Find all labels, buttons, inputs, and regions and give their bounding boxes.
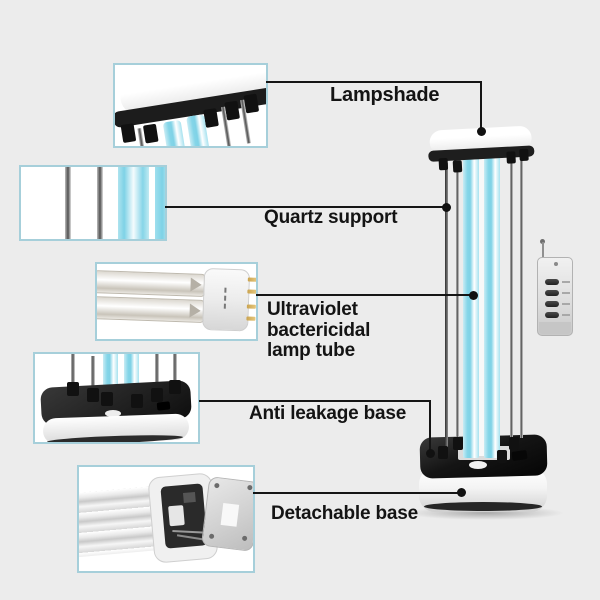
- tube-tip: [190, 277, 202, 292]
- remote-control: [537, 257, 573, 336]
- detachable-base-pointer-dot: [457, 488, 466, 497]
- screw: [214, 482, 220, 489]
- closeup-socket: [151, 388, 163, 402]
- quartz-rod-3: [510, 158, 513, 441]
- uv-lamp-tube-right: [484, 156, 500, 458]
- anti-leakage-pointer-dot: [426, 449, 435, 458]
- cap-print: [224, 295, 227, 301]
- base-socket-1: [438, 446, 448, 459]
- tube-tip: [189, 303, 201, 318]
- remote-antenna: [542, 242, 544, 259]
- uv-lamp-tube-left: [463, 157, 479, 458]
- pin: [246, 304, 256, 309]
- uv-tube-label: Ultraviolet bactericidal lamp tube: [267, 299, 457, 362]
- screw: [247, 484, 253, 491]
- uv-lamp-tube-closeup: [95, 262, 258, 341]
- quartz-support-label: Quartz support: [264, 207, 398, 228]
- base-socket-3: [497, 450, 507, 463]
- glass-tube: [97, 270, 206, 297]
- remote-button-2: [545, 290, 559, 296]
- lampshade-pointer-dot: [477, 127, 486, 136]
- closeup-rod: [173, 354, 177, 382]
- plate-label-sticker: [220, 502, 240, 527]
- top-socket-3: [506, 151, 516, 164]
- quartz-support-pointer-line: [165, 206, 447, 208]
- chip-component: [182, 491, 196, 503]
- closeup-tube: [103, 354, 118, 388]
- closeup-socket: [87, 388, 99, 402]
- remote-button-4-label: [562, 314, 570, 316]
- remote-button-3: [545, 301, 559, 307]
- base-socket-4: [509, 437, 519, 450]
- pin: [247, 277, 256, 282]
- closeup-switch: [156, 401, 171, 411]
- anti-leakage-pointer-line-vertical: [429, 400, 431, 454]
- remote-button-3-label: [562, 303, 570, 305]
- detachable-base-pointer-line: [253, 492, 462, 494]
- quartz-rod-2: [456, 166, 459, 446]
- detachable-base-closeup: [77, 465, 255, 573]
- base-interior: [160, 483, 208, 549]
- closeup-socket: [67, 382, 79, 396]
- detached-plate: [200, 476, 253, 552]
- base-socket-2: [453, 437, 463, 450]
- uv-tube-pointer-line: [256, 294, 474, 296]
- quartz-support-closeup: [19, 165, 167, 241]
- top-socket-2: [452, 160, 463, 173]
- remote-button-2-label: [562, 292, 570, 294]
- base-logo-oval: [469, 461, 487, 469]
- glass-tube: [97, 296, 206, 323]
- wire: [176, 534, 205, 541]
- lampshade-closeup-art: [115, 65, 266, 146]
- closeup-tube: [124, 354, 139, 388]
- lampshade-pointer-line: [266, 81, 482, 83]
- remote-led: [554, 262, 558, 266]
- lamp-tube-art: [97, 264, 256, 339]
- detachable-base-label: Detachable base: [271, 503, 418, 524]
- screw: [208, 533, 215, 540]
- quartz-rod-1: [445, 163, 448, 447]
- anti-leakage-pointer-line: [199, 400, 431, 402]
- closeup-socket: [120, 123, 137, 144]
- screw: [241, 535, 248, 542]
- tube-gap-highlight: [479, 158, 484, 456]
- top-socket-1: [438, 157, 449, 171]
- top-socket-4: [519, 148, 529, 162]
- closeup-socket: [169, 380, 181, 394]
- anti-leakage-base-closeup: [33, 352, 200, 444]
- cap-print: [224, 287, 227, 293]
- closeup-rod: [91, 356, 95, 392]
- closeup-rod: [65, 167, 71, 239]
- anti-leakage-label: Anti leakage base: [249, 403, 407, 424]
- relay-component: [168, 505, 185, 527]
- closeup-logo-oval: [105, 410, 121, 417]
- lampshade-closeup: [113, 63, 268, 148]
- closeup-socket: [131, 394, 143, 408]
- uv-tube-pointer-dot: [469, 291, 478, 300]
- ceramic-cap: [202, 267, 251, 332]
- base-bottom-edge: [424, 502, 542, 511]
- closeup-socket: [101, 392, 113, 406]
- closeup-tube: [118, 167, 149, 239]
- quartz-rod-4: [520, 155, 523, 438]
- closeup-tube: [155, 167, 165, 239]
- closeup-rod: [97, 167, 103, 239]
- remote-bottom-band: [539, 322, 571, 334]
- closeup-tube: [162, 119, 187, 146]
- remote-button-4: [545, 312, 559, 318]
- uv-tube-label-line1: Ultraviolet bactericidal: [267, 299, 371, 341]
- lampshade-label: Lampshade: [330, 84, 440, 106]
- wire: [172, 529, 203, 534]
- closeup-socket: [142, 123, 159, 144]
- uv-tube-label-line2: lamp tube: [267, 340, 355, 362]
- lampshade-pointer-line-vertical: [480, 81, 482, 132]
- closeup-rod: [71, 354, 75, 388]
- closeup-rod: [155, 354, 159, 386]
- cap-print: [223, 303, 226, 309]
- pin: [246, 316, 256, 321]
- remote-antenna-tip: [540, 239, 545, 244]
- quartz-support-pointer-dot: [442, 203, 451, 212]
- remote-button-1-label: [562, 281, 570, 283]
- remote-button-1: [545, 279, 559, 285]
